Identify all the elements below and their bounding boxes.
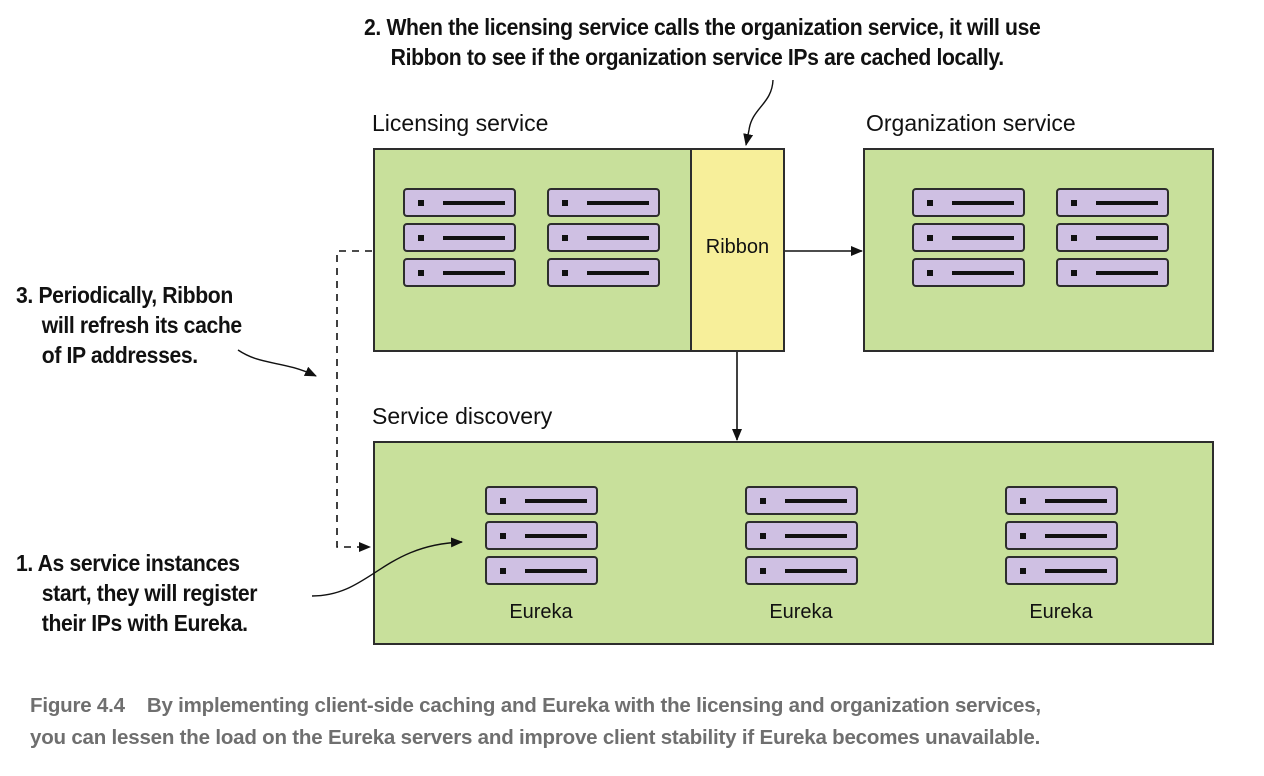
callout-text: of IP addresses. (41, 342, 198, 368)
server-icon (1056, 188, 1169, 217)
server-icon (403, 223, 516, 252)
cache-refresh-dashed-line (336, 250, 372, 552)
eureka-label: Eureka (1029, 601, 1093, 623)
callout-step-2: 2. When the licensing service calls the … (364, 12, 1041, 72)
server-icon (1005, 521, 1118, 550)
callout-1-pointer (311, 537, 463, 597)
server-icon (912, 188, 1025, 217)
callout-text: As service instances (37, 550, 240, 576)
server-icon (485, 556, 598, 585)
callout-text: their IPs with Eureka. (41, 610, 248, 636)
callout-step-3: 3. Periodically, Ribbon will refresh its… (16, 280, 242, 370)
server-icon (547, 188, 660, 217)
server-icon (745, 556, 858, 585)
eureka-label: Eureka (769, 601, 833, 623)
figure-number: Figure 4.4 (30, 694, 125, 717)
callout-text: When the licensing service calls the org… (386, 14, 1041, 40)
server-icon (403, 258, 516, 287)
server-icon (745, 486, 858, 515)
server-icon (912, 223, 1025, 252)
server-icon (745, 521, 858, 550)
eureka-label: Eureka (509, 601, 573, 623)
callout-text: Ribbon to see if the organization servic… (390, 44, 1004, 70)
server-icon (1005, 486, 1118, 515)
figure-caption: Figure 4.4 By implementing client-side ca… (30, 690, 1245, 754)
server-icon (485, 521, 598, 550)
server-icon (485, 486, 598, 515)
server-icon (1005, 556, 1118, 585)
callout-number: 2. (364, 14, 381, 40)
server-icon (1056, 258, 1169, 287)
licensing-service-label: Licensing service (372, 110, 549, 136)
caption-text: you can lessen the load on the Eureka se… (30, 726, 1041, 749)
callout-text: start, they will register (41, 580, 258, 606)
callout-text: Periodically, Ribbon (38, 282, 233, 308)
callout-number: 3. (16, 282, 33, 308)
callout-3-pointer (237, 349, 317, 377)
callout-2-pointer (743, 79, 774, 146)
ribbon-label: Ribbon (705, 236, 770, 258)
callout-text: will refresh its cache (41, 312, 242, 338)
server-icon (1056, 223, 1169, 252)
ribbon-box: Ribbon (690, 148, 785, 352)
service-discovery-label: Service discovery (372, 403, 553, 429)
callout-step-1: 1. As service instances start, they will… (16, 548, 258, 638)
callout-number: 1. (16, 550, 33, 576)
server-icon (403, 188, 516, 217)
server-icon (547, 223, 660, 252)
server-icon (547, 258, 660, 287)
server-icon (912, 258, 1025, 287)
organization-service-label: Organization service (866, 110, 1076, 136)
caption-line: Figure 4.4 By implementing client-side ca… (30, 690, 1245, 722)
caption-text: By implementing client-side caching and … (146, 694, 1041, 717)
